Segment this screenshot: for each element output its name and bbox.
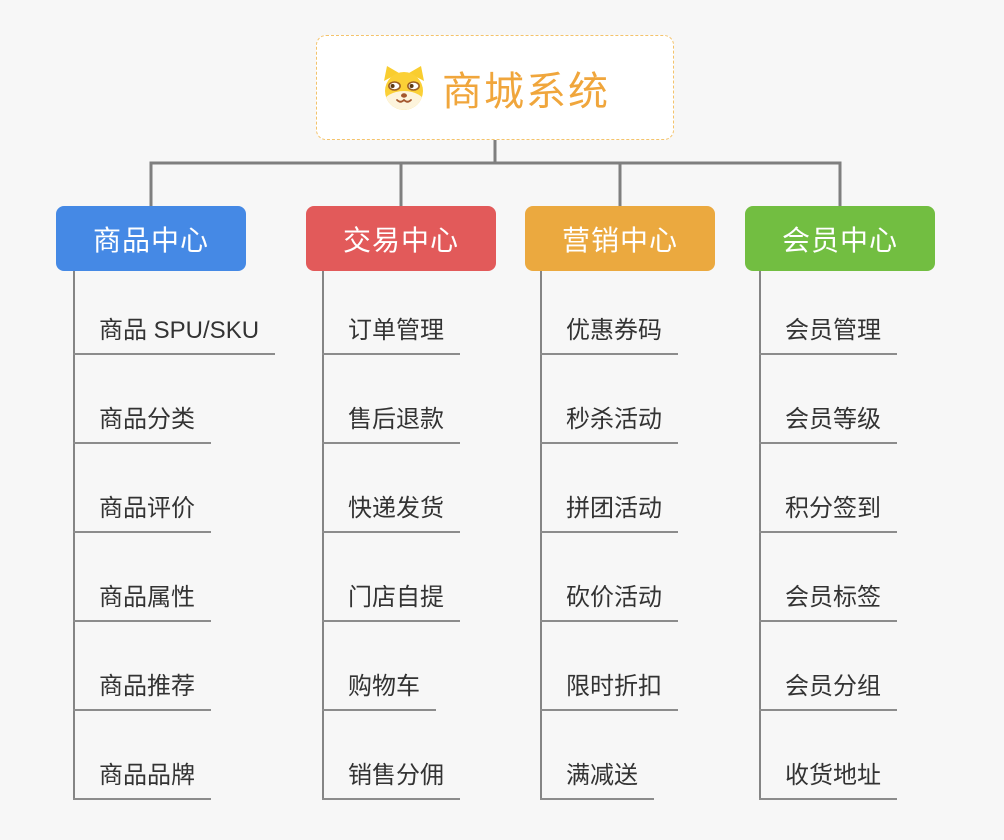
branch-node-marketing-center[interactable]: 营销中心 [525,206,715,271]
leaf-item[interactable]: 商品推荐 [73,673,211,711]
branch-node-trade-center[interactable]: 交易中心 [306,206,496,271]
branch-node-member-center[interactable]: 会员中心 [745,206,935,271]
branch-trunk-line-3 [540,271,542,800]
leaf-item[interactable]: 秒杀活动 [540,406,678,444]
leaf-item[interactable]: 商品评价 [73,495,211,533]
leaf-item[interactable]: 会员管理 [759,317,897,355]
leaf-item[interactable]: 购物车 [322,673,436,711]
leaf-item[interactable]: 优惠券码 [540,317,678,355]
root-node[interactable]: 商城系统 [316,35,674,140]
shiba-dog-face-icon [380,65,428,111]
leaf-item[interactable]: 快递发货 [322,495,460,533]
leaf-item[interactable]: 会员标签 [759,584,897,622]
leaf-item[interactable]: 拼团活动 [540,495,678,533]
leaf-item[interactable]: 会员分组 [759,673,897,711]
branch-trunk-line-1 [73,271,75,800]
root-title: 商城系统 [442,69,610,114]
leaf-item[interactable]: 门店自提 [322,584,460,622]
branch-trunk-line-2 [322,271,324,800]
leaf-item[interactable]: 售后退款 [322,406,460,444]
leaf-item[interactable]: 商品属性 [73,584,211,622]
leaf-item[interactable]: 收货地址 [759,762,897,800]
branch-node-product-center[interactable]: 商品中心 [56,206,246,271]
leaf-item[interactable]: 商品分类 [73,406,211,444]
leaf-item[interactable]: 商品品牌 [73,762,211,800]
leaf-item[interactable]: 积分签到 [759,495,897,533]
leaf-item[interactable]: 商品 SPU/SKU [73,317,276,355]
leaf-item[interactable]: 满减送 [540,762,654,800]
branch-trunk-line-4 [759,271,761,800]
leaf-item[interactable]: 砍价活动 [540,584,678,622]
leaf-item[interactable]: 订单管理 [322,317,460,355]
leaf-item[interactable]: 限时折扣 [540,673,678,711]
leaf-item[interactable]: 会员等级 [759,406,897,444]
leaf-item[interactable]: 销售分佣 [322,762,460,800]
